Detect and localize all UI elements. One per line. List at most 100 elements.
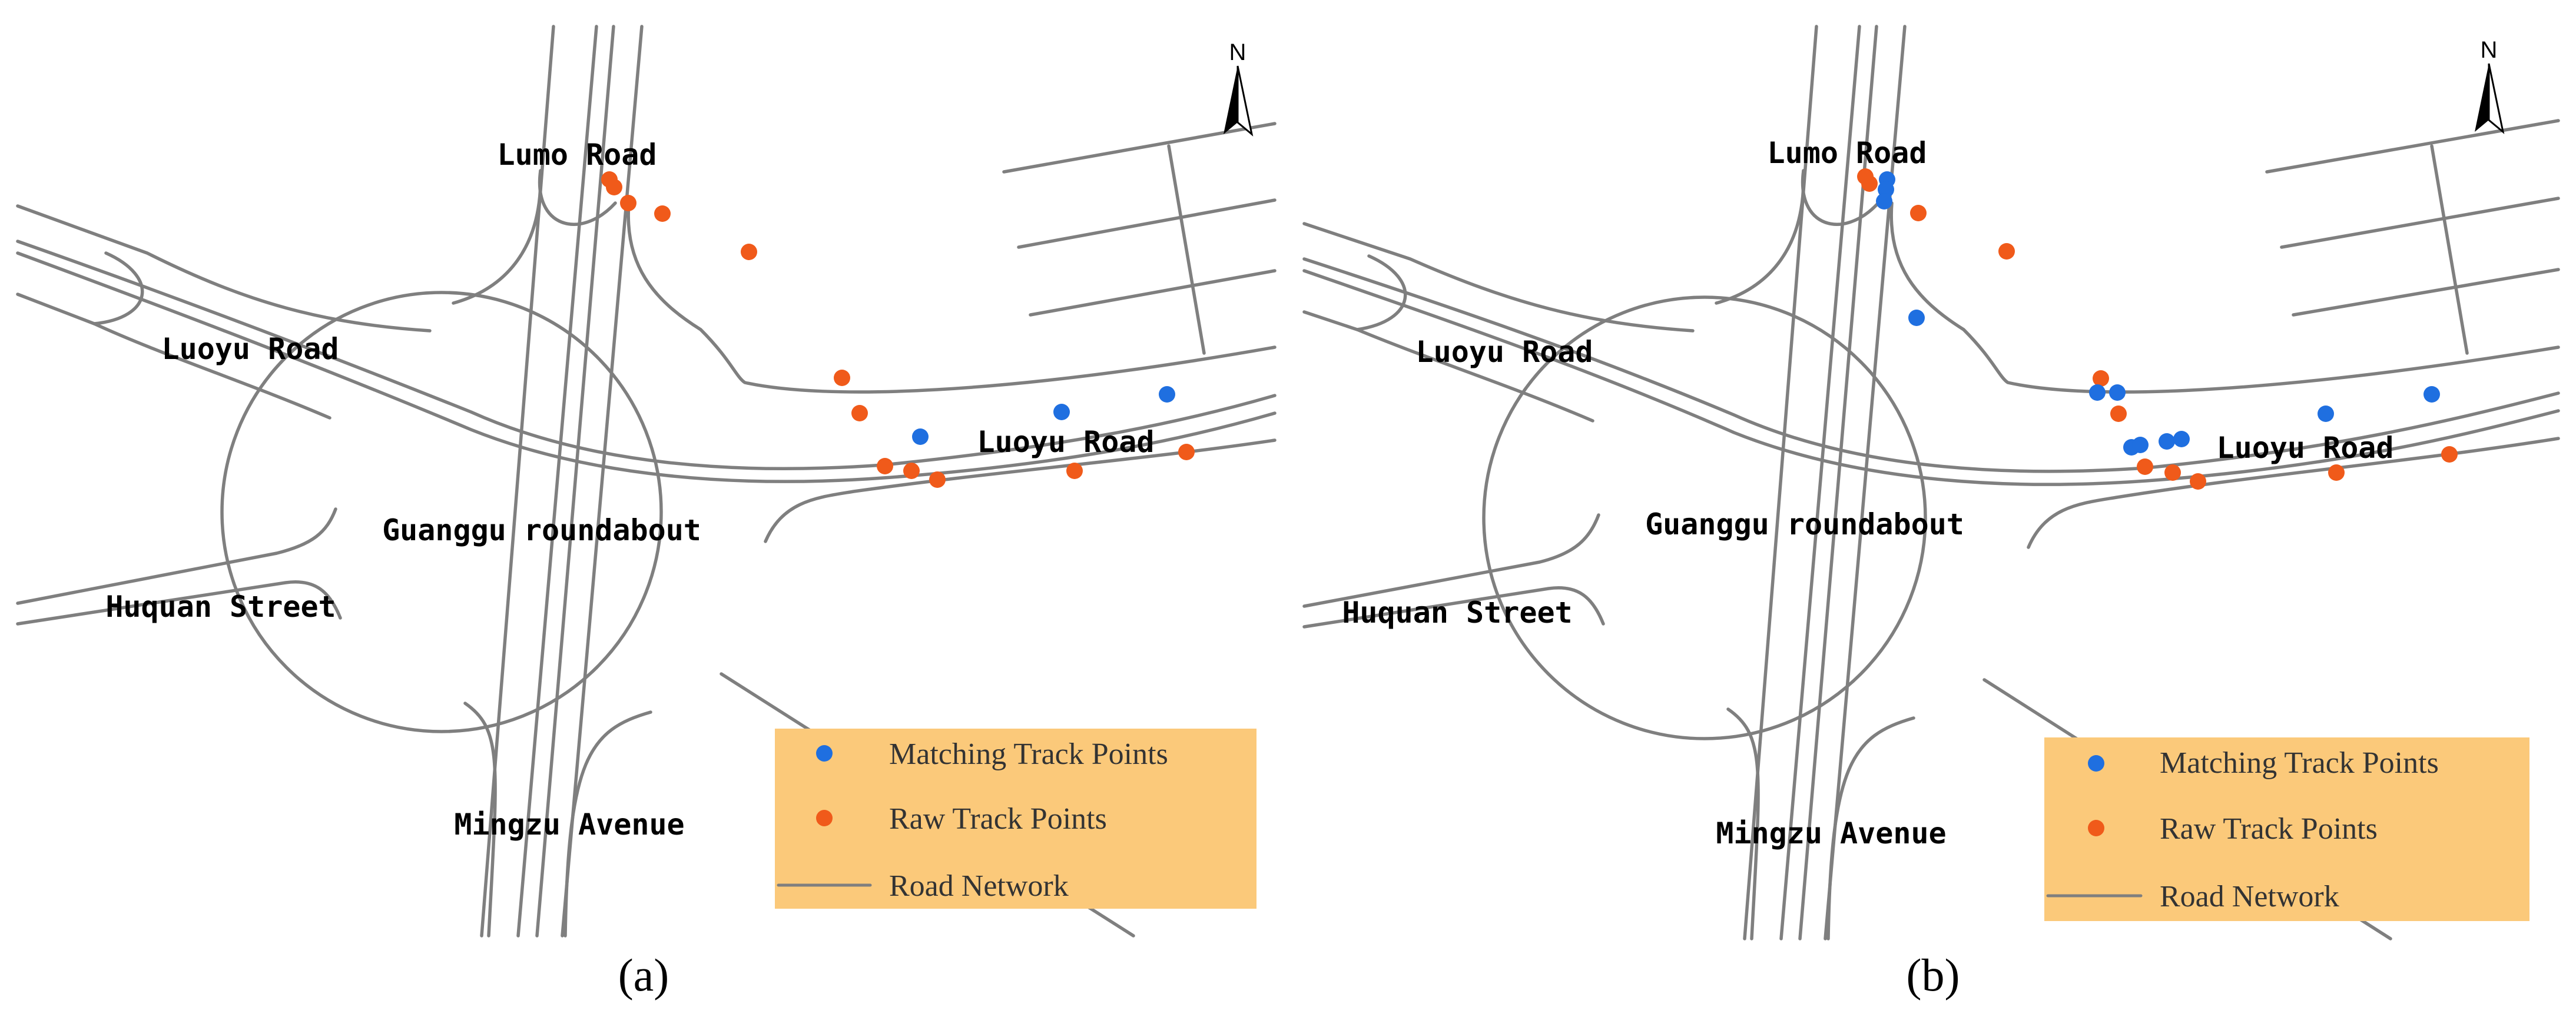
raw-track-point [606, 179, 622, 195]
ne-road-cross [2430, 144, 2469, 355]
matching-track-point [1908, 310, 1925, 326]
matching-track-point [2089, 384, 2106, 401]
legend-road-label: Road Network [889, 869, 1069, 903]
north-arrow-right-half [1236, 65, 1254, 137]
raw-track-point [851, 405, 868, 421]
legend-matching-label: Matching Track Points [889, 737, 1168, 771]
matching-track-point [1876, 193, 1892, 210]
label-lumo-road: Lumo Road [498, 138, 657, 172]
matching-track-point [2173, 431, 2190, 447]
luoyu-west-lower [1302, 310, 1594, 423]
raw-track-points [601, 171, 1195, 488]
luoyu-west-lower [16, 293, 331, 420]
huquan-street-2 [1302, 586, 1605, 629]
ne-road-2 [1017, 198, 1277, 249]
raw-track-point [929, 471, 946, 488]
north-arrow-right-half [2488, 63, 2505, 134]
lumo-ramp-east [626, 201, 1277, 394]
matching-track-point [2109, 384, 2126, 401]
huquan-street-1 [16, 507, 337, 605]
matching-track-point [2159, 433, 2175, 450]
legend-raw-marker [2088, 820, 2104, 836]
legend-matching-label: Matching Track Points [2160, 746, 2439, 780]
north-arrow-left-half [2475, 64, 2489, 132]
luoyu-through-2 [1302, 269, 2560, 486]
matching-track-points [912, 386, 1175, 445]
mingzu-ramp-west [463, 702, 497, 938]
luoyu-through-1 [1302, 257, 2560, 473]
matching-track-point [2424, 386, 2440, 403]
north-letter: N [1229, 39, 1246, 65]
road-network [1302, 25, 2560, 940]
ns-road-line-3 [535, 25, 615, 938]
luoyu-west-curve [1355, 254, 1407, 331]
luoyu-west-upper [1302, 222, 1695, 333]
label-huquan-street: Huquan Street [1342, 596, 1572, 630]
north-arrow: N [1224, 39, 1254, 137]
ne-road-cross [1167, 144, 1206, 355]
matching-track-point [1159, 386, 1175, 403]
raw-track-point [2190, 473, 2206, 490]
ne-road-1 [2265, 119, 2560, 174]
luoyu-west-upper [16, 204, 432, 333]
raw-track-point [1998, 243, 2015, 260]
huquan-street-1 [1302, 513, 1600, 608]
ns-road-line-4 [561, 25, 644, 938]
ne-road-3 [2292, 268, 2560, 317]
raw-track-point [2110, 406, 2127, 422]
raw-track-points [1857, 168, 2458, 490]
ne-road-1 [1002, 122, 1277, 174]
huquan-street-2 [16, 580, 342, 626]
raw-track-point [654, 205, 671, 222]
raw-track-point [2137, 458, 2153, 475]
lumo-ramp-west [1715, 169, 1805, 305]
luoyu-through-1 [16, 240, 1277, 471]
legend-background [775, 729, 1256, 909]
label-lumo-road: Lumo Road [1768, 136, 1927, 170]
panel-a: N Lumo Road Luoyu Road Luoyu Road Guangg… [16, 25, 1277, 1001]
panel-b: N Lumo Road Luoyu Road Luoyu Road Guangg… [1302, 25, 2560, 1001]
legend: Matching Track Points Raw Track Points R… [2044, 737, 2529, 921]
guanggu-roundabout-ring [1482, 295, 1927, 740]
panel-caption: (a) [618, 949, 669, 1001]
mingzu-ramp-east [563, 710, 652, 938]
north-arrow-left-half [1224, 66, 1238, 134]
legend-raw-label: Raw Track Points [2160, 812, 2378, 846]
label-mingzu-avenue: Mingzu Avenue [454, 807, 684, 842]
raw-track-point [620, 195, 636, 211]
mingzu-ramp-west [1726, 707, 1760, 940]
matching-track-point [2318, 406, 2334, 422]
raw-track-point [903, 463, 920, 479]
label-luoyu-road-west: Luoyu Road [161, 332, 339, 366]
legend-matching-marker [816, 745, 833, 762]
matching-track-point [912, 428, 929, 445]
label-luoyu-road-east: Luoyu Road [2216, 431, 2393, 465]
luoyu-through-2 [16, 251, 1277, 483]
matching-track-point [1053, 404, 1070, 420]
label-huquan-street: Huquan Street [105, 590, 336, 624]
legend-road-label: Road Network [2160, 880, 2339, 913]
ns-road-line-2 [1779, 25, 1861, 940]
ne-road-3 [1029, 269, 1277, 317]
legend-raw-marker [816, 810, 833, 826]
matching-track-points [1876, 171, 2440, 456]
lumo-ramp-east [1889, 201, 2560, 394]
label-guanggu-roundabout: Guanggu roundabout [382, 513, 701, 547]
legend: Matching Track Points Raw Track Points R… [775, 729, 1256, 909]
legend-raw-label: Raw Track Points [889, 802, 1107, 836]
raw-track-point [2441, 446, 2458, 463]
legend-matching-marker [2088, 755, 2104, 772]
guanggu-roundabout-ring [220, 291, 663, 733]
raw-track-point [741, 244, 757, 260]
lumo-ramp-west [452, 169, 542, 305]
matching-track-point [2132, 437, 2149, 453]
raw-track-point [2164, 464, 2181, 481]
luoyu-west-curve [92, 251, 144, 325]
label-mingzu-avenue: Mingzu Avenue [1716, 816, 1946, 850]
mingzu-ramp-east [1826, 716, 1915, 940]
legend-background [2044, 737, 2529, 921]
raw-track-point [2328, 464, 2345, 481]
label-luoyu-road-west: Luoyu Road [1415, 335, 1593, 369]
raw-track-point [834, 370, 850, 386]
